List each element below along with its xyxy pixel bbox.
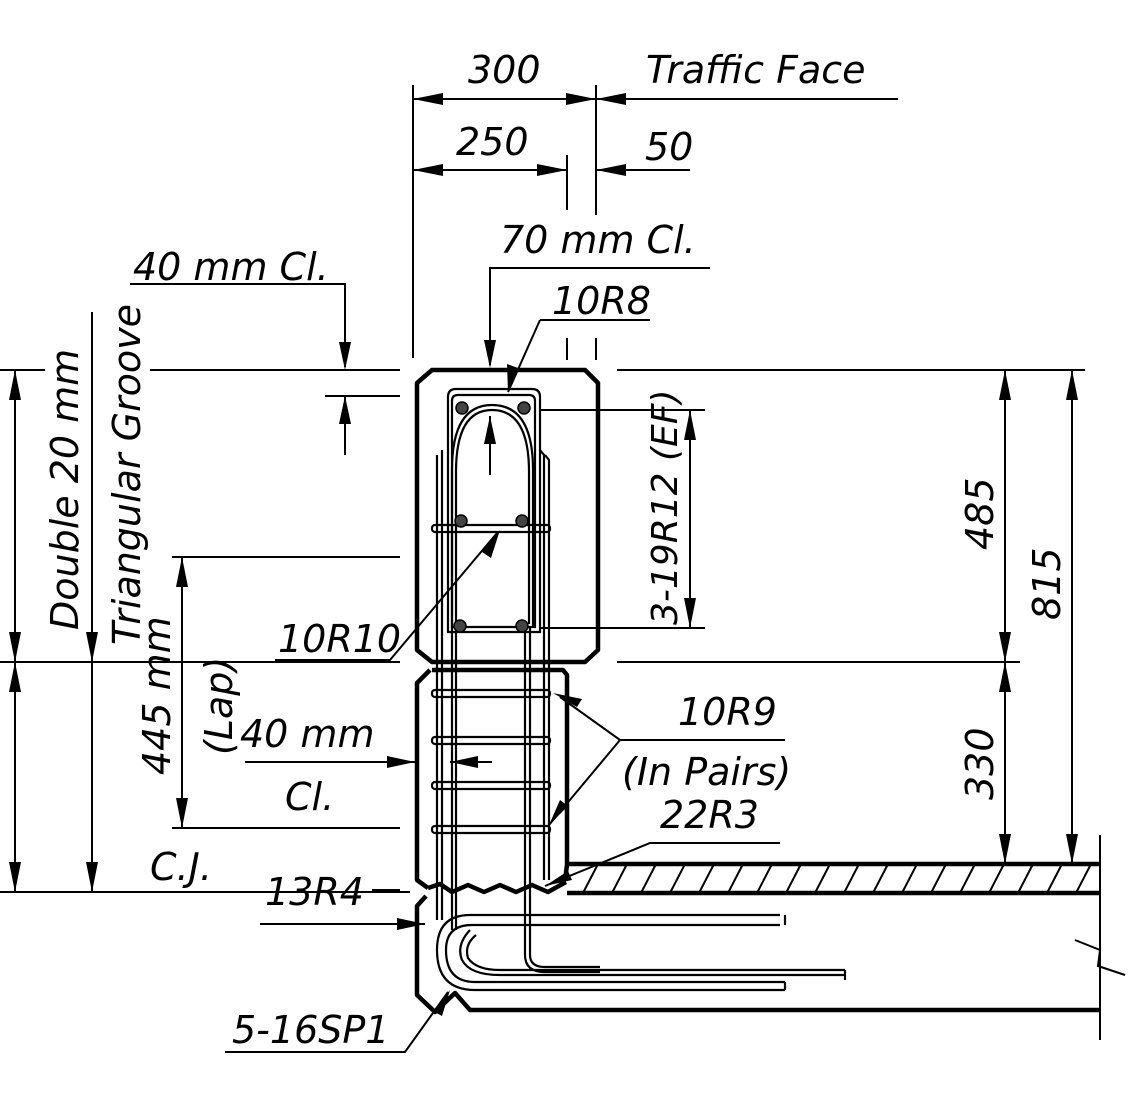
break-line-symbol <box>1074 939 1126 976</box>
dim-250-label: 250 <box>456 120 529 164</box>
reinforcement <box>430 387 847 992</box>
dim-485-label: 485 <box>958 477 1002 550</box>
cover-40-top-label: 40 mm Cl. <box>133 245 329 289</box>
bar-13r4-label: 13R4 <box>265 870 364 914</box>
dim-50-label: 50 <box>645 125 693 169</box>
longitudinal-bars-3-19r12 <box>453 401 531 633</box>
bar-22r3-label: 22R3 <box>660 793 759 837</box>
dim-815-label: 815 <box>1025 547 1069 620</box>
bar-10r10-label: 10R10 <box>278 617 401 661</box>
slab-hatching <box>582 863 1092 894</box>
dim-330-label: 330 <box>958 727 1002 800</box>
in-pairs-label: (In Pairs) <box>622 750 791 794</box>
traffic-face-label: Traffic Face <box>646 48 866 92</box>
bar-10r8-label: 10R8 <box>552 279 651 323</box>
lap-label: (Lap) <box>197 657 241 755</box>
bars-3-19r12-label: 3-19R12 (EF) <box>645 389 686 625</box>
bars-5-16sp1-label: 5-16SP1 <box>232 1008 389 1052</box>
cover-40-side-label-1: 40 mm <box>240 712 374 756</box>
bar-10r9-label: 10R9 <box>678 690 777 734</box>
ties-10r9 <box>430 523 552 835</box>
arrowheads <box>9 93 1078 1016</box>
cj-label: C.J. <box>150 845 212 889</box>
dim-300-label: 300 <box>468 48 541 92</box>
lap-445-label: 445 mm <box>135 616 179 775</box>
cover-40-side-label-2: Cl. <box>285 775 334 819</box>
construction-joint-line <box>427 880 568 895</box>
deck-slab <box>567 835 1126 1040</box>
annotations: 300 Traffic Face 250 50 70 mm Cl. 40 mm … <box>43 48 1069 1052</box>
groove-label-line2: Triangular Groove <box>105 304 149 645</box>
cover-70-label: 70 mm Cl. <box>500 218 696 262</box>
groove-label-line1: Double 20 mm <box>43 349 87 630</box>
